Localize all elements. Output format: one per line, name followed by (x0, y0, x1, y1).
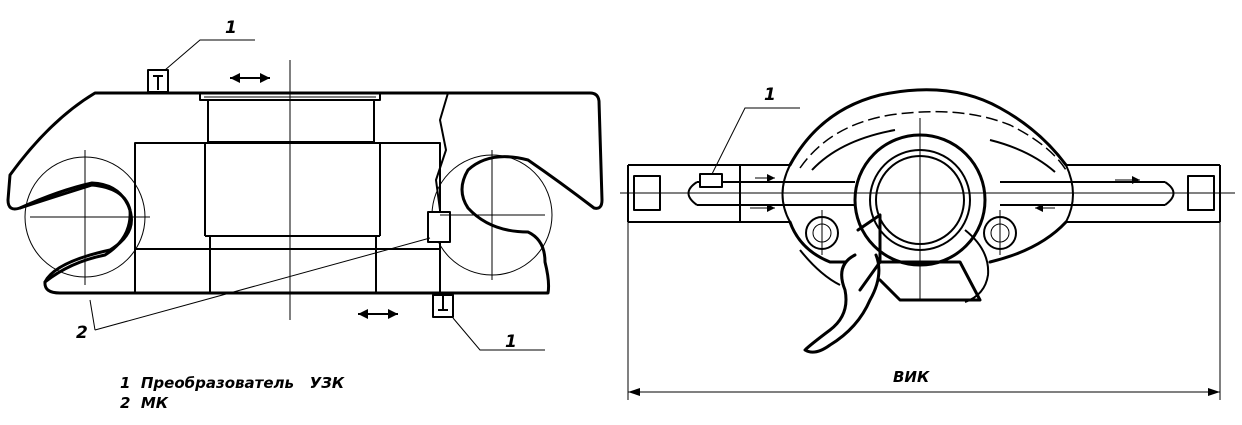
callout-1-right: 1 (764, 85, 776, 105)
leader-1-right (711, 107, 800, 175)
legend-item-2: 2 МК (120, 394, 169, 412)
left-jaw (18, 183, 132, 284)
transducer-top (147, 69, 169, 93)
movement-arrow-top (230, 73, 270, 83)
body-outline (6, 91, 604, 295)
hidden-arch (799, 110, 1067, 171)
coupler-body-side-view (6, 60, 604, 320)
top-block (207, 99, 375, 143)
callout-1-bottom: 1 (505, 332, 517, 352)
callout-2: 2 (76, 323, 88, 343)
coupler-yoke-view (620, 88, 1235, 354)
bottom-block (134, 248, 441, 294)
callout-1-top: 1 (225, 18, 237, 38)
movement-arrow-bottom (358, 309, 398, 319)
dimension-label: ВИК (893, 368, 930, 386)
middle-block (134, 142, 441, 250)
hook-arm (803, 253, 881, 354)
upper-arch (788, 88, 1068, 167)
transducer-bottom (432, 294, 454, 318)
latch (856, 213, 982, 302)
lower-body (788, 220, 1068, 264)
break-line (435, 92, 449, 211)
legend-item-1: 1 Преобразователь УЗК (120, 374, 345, 392)
leader-1-bottom (452, 317, 545, 351)
leader-2 (89, 237, 431, 331)
leader-1-top (164, 39, 255, 71)
dimension-vik (627, 222, 1221, 400)
mk-element (427, 211, 451, 243)
transducer-right (699, 173, 723, 188)
